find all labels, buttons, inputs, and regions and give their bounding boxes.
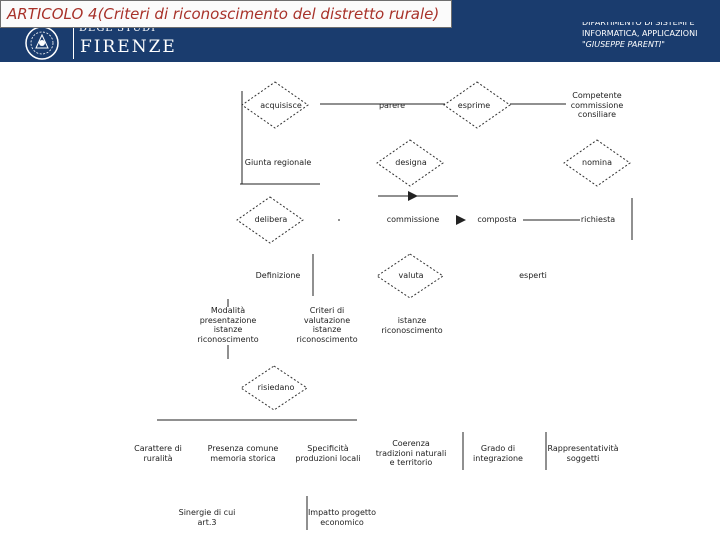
entity-esperti: esperti — [519, 271, 547, 280]
entity-line: istanze — [213, 325, 243, 334]
entity-line: riconoscimento — [197, 334, 259, 344]
entity-definizione: Definizione — [255, 271, 301, 280]
relationship-label-designa: designa — [395, 158, 427, 167]
arrow-head — [456, 215, 466, 225]
relationship-diamond-acquisisce — [241, 81, 309, 129]
entity-impatto: Impatto progetto economico — [308, 508, 376, 527]
entity-specificita: Specificità produzioni locali — [295, 444, 360, 463]
relationship-diamond-risiedano — [240, 365, 308, 411]
department-line-3: "GIUSEPPE PARENTI" — [582, 40, 665, 49]
entity-line: Carattere di — [134, 444, 182, 453]
entity-line: Impatto progetto — [307, 508, 377, 517]
entity-line: Presenza comune — [207, 444, 279, 453]
entity-line: Grado di — [480, 444, 516, 453]
relationship-label-acquisisce: acquisisce — [260, 101, 302, 110]
entity-richiesta: richiesta — [580, 215, 616, 224]
university-name: FIRENZE — [80, 37, 177, 57]
entity-competente-commissione: Competente commissione consiliare — [571, 91, 624, 120]
entity-line: memoria storica — [210, 453, 276, 463]
entity-line: consiliare — [577, 110, 617, 119]
entity-giunta-regionale: Giunta regionale — [244, 158, 312, 167]
relationship-label-risiedano: risiedano — [257, 383, 295, 392]
relationship-diamond-nomina — [563, 139, 631, 187]
entity-line: istanze — [397, 316, 427, 325]
university-name-top: DEGL STUDI — [79, 27, 157, 34]
slide-title: ARTICOLO 4(Criteri di riconoscimento del… — [0, 0, 452, 28]
entity-parere: parere — [378, 101, 406, 110]
arrow-head — [408, 191, 418, 201]
entity-line: commissione — [570, 100, 624, 110]
entity-line: soggetti — [566, 453, 600, 463]
entity-commissione: commissione — [386, 215, 440, 224]
entity-line: economico — [320, 517, 364, 527]
entity-line: produzioni locali — [295, 453, 361, 463]
entity-grado: Grado di integrazione — [473, 444, 523, 463]
entity-carattere: Carattere di ruralità — [134, 444, 182, 463]
entity-line: e territorio — [389, 458, 433, 467]
entity-line: Sinergie di cui — [178, 508, 236, 517]
entity-line: Modalità — [210, 306, 246, 315]
department-line-1: DIPARTIMENTO DI SISTEMI E — [582, 22, 695, 27]
relationship-label-esprime: esprime — [457, 101, 491, 110]
relationship-label-delibera: delibera — [254, 215, 288, 224]
entity-line: Rappresentatività — [547, 444, 619, 453]
department-name: DIPARTIMENTO DI SISTEMI E INFORMATICA, A… — [582, 22, 697, 50]
entity-line: Coerenza — [392, 439, 430, 448]
relationship-label-valuta: valuta — [398, 271, 424, 280]
relationship-label-nomina: nomina — [582, 158, 612, 167]
entity-coerenza: Coerenza tradizioni naturali e territori… — [376, 439, 447, 468]
relationship-diamond-valuta — [376, 253, 444, 299]
entity-criteri: Criteri di valutazione istanze riconosci… — [296, 306, 357, 344]
entity-line: integrazione — [473, 453, 523, 463]
entity-presenza: Presenza comune memoria storica — [208, 444, 279, 463]
entity-istanze: istanze riconoscimento — [381, 316, 442, 335]
entity-line: tradizioni naturali — [375, 448, 447, 458]
entity-line: Criteri di — [309, 306, 345, 315]
department-line-2: INFORMATICA, APPLICAZIONI — [582, 29, 698, 38]
entity-sinergie: Sinergie di cui art.3 — [179, 508, 236, 527]
entity-line: riconoscimento — [381, 325, 443, 335]
relationship-diamond-esprime — [443, 81, 511, 129]
entity-composta: composta — [477, 215, 517, 224]
entity-line: valutazione — [303, 315, 351, 325]
entity-modalita: Modalità presentazione istanze riconosci… — [197, 306, 258, 344]
entity-rappresentativita: Rappresentatività soggetti — [547, 444, 618, 463]
logo-separator — [73, 26, 74, 59]
entity-line: presentazione — [199, 315, 257, 325]
entity-line: riconoscimento — [296, 334, 358, 344]
relationship-diamond-designa — [376, 139, 444, 187]
entity-line: art.3 — [197, 517, 217, 527]
entity-line: Specificità — [307, 444, 349, 453]
entity-line: istanze — [312, 325, 342, 334]
entity-line: ruralità — [143, 453, 173, 463]
relationship-diamond-delibera — [236, 196, 304, 244]
entity-line: Competente — [572, 91, 622, 100]
